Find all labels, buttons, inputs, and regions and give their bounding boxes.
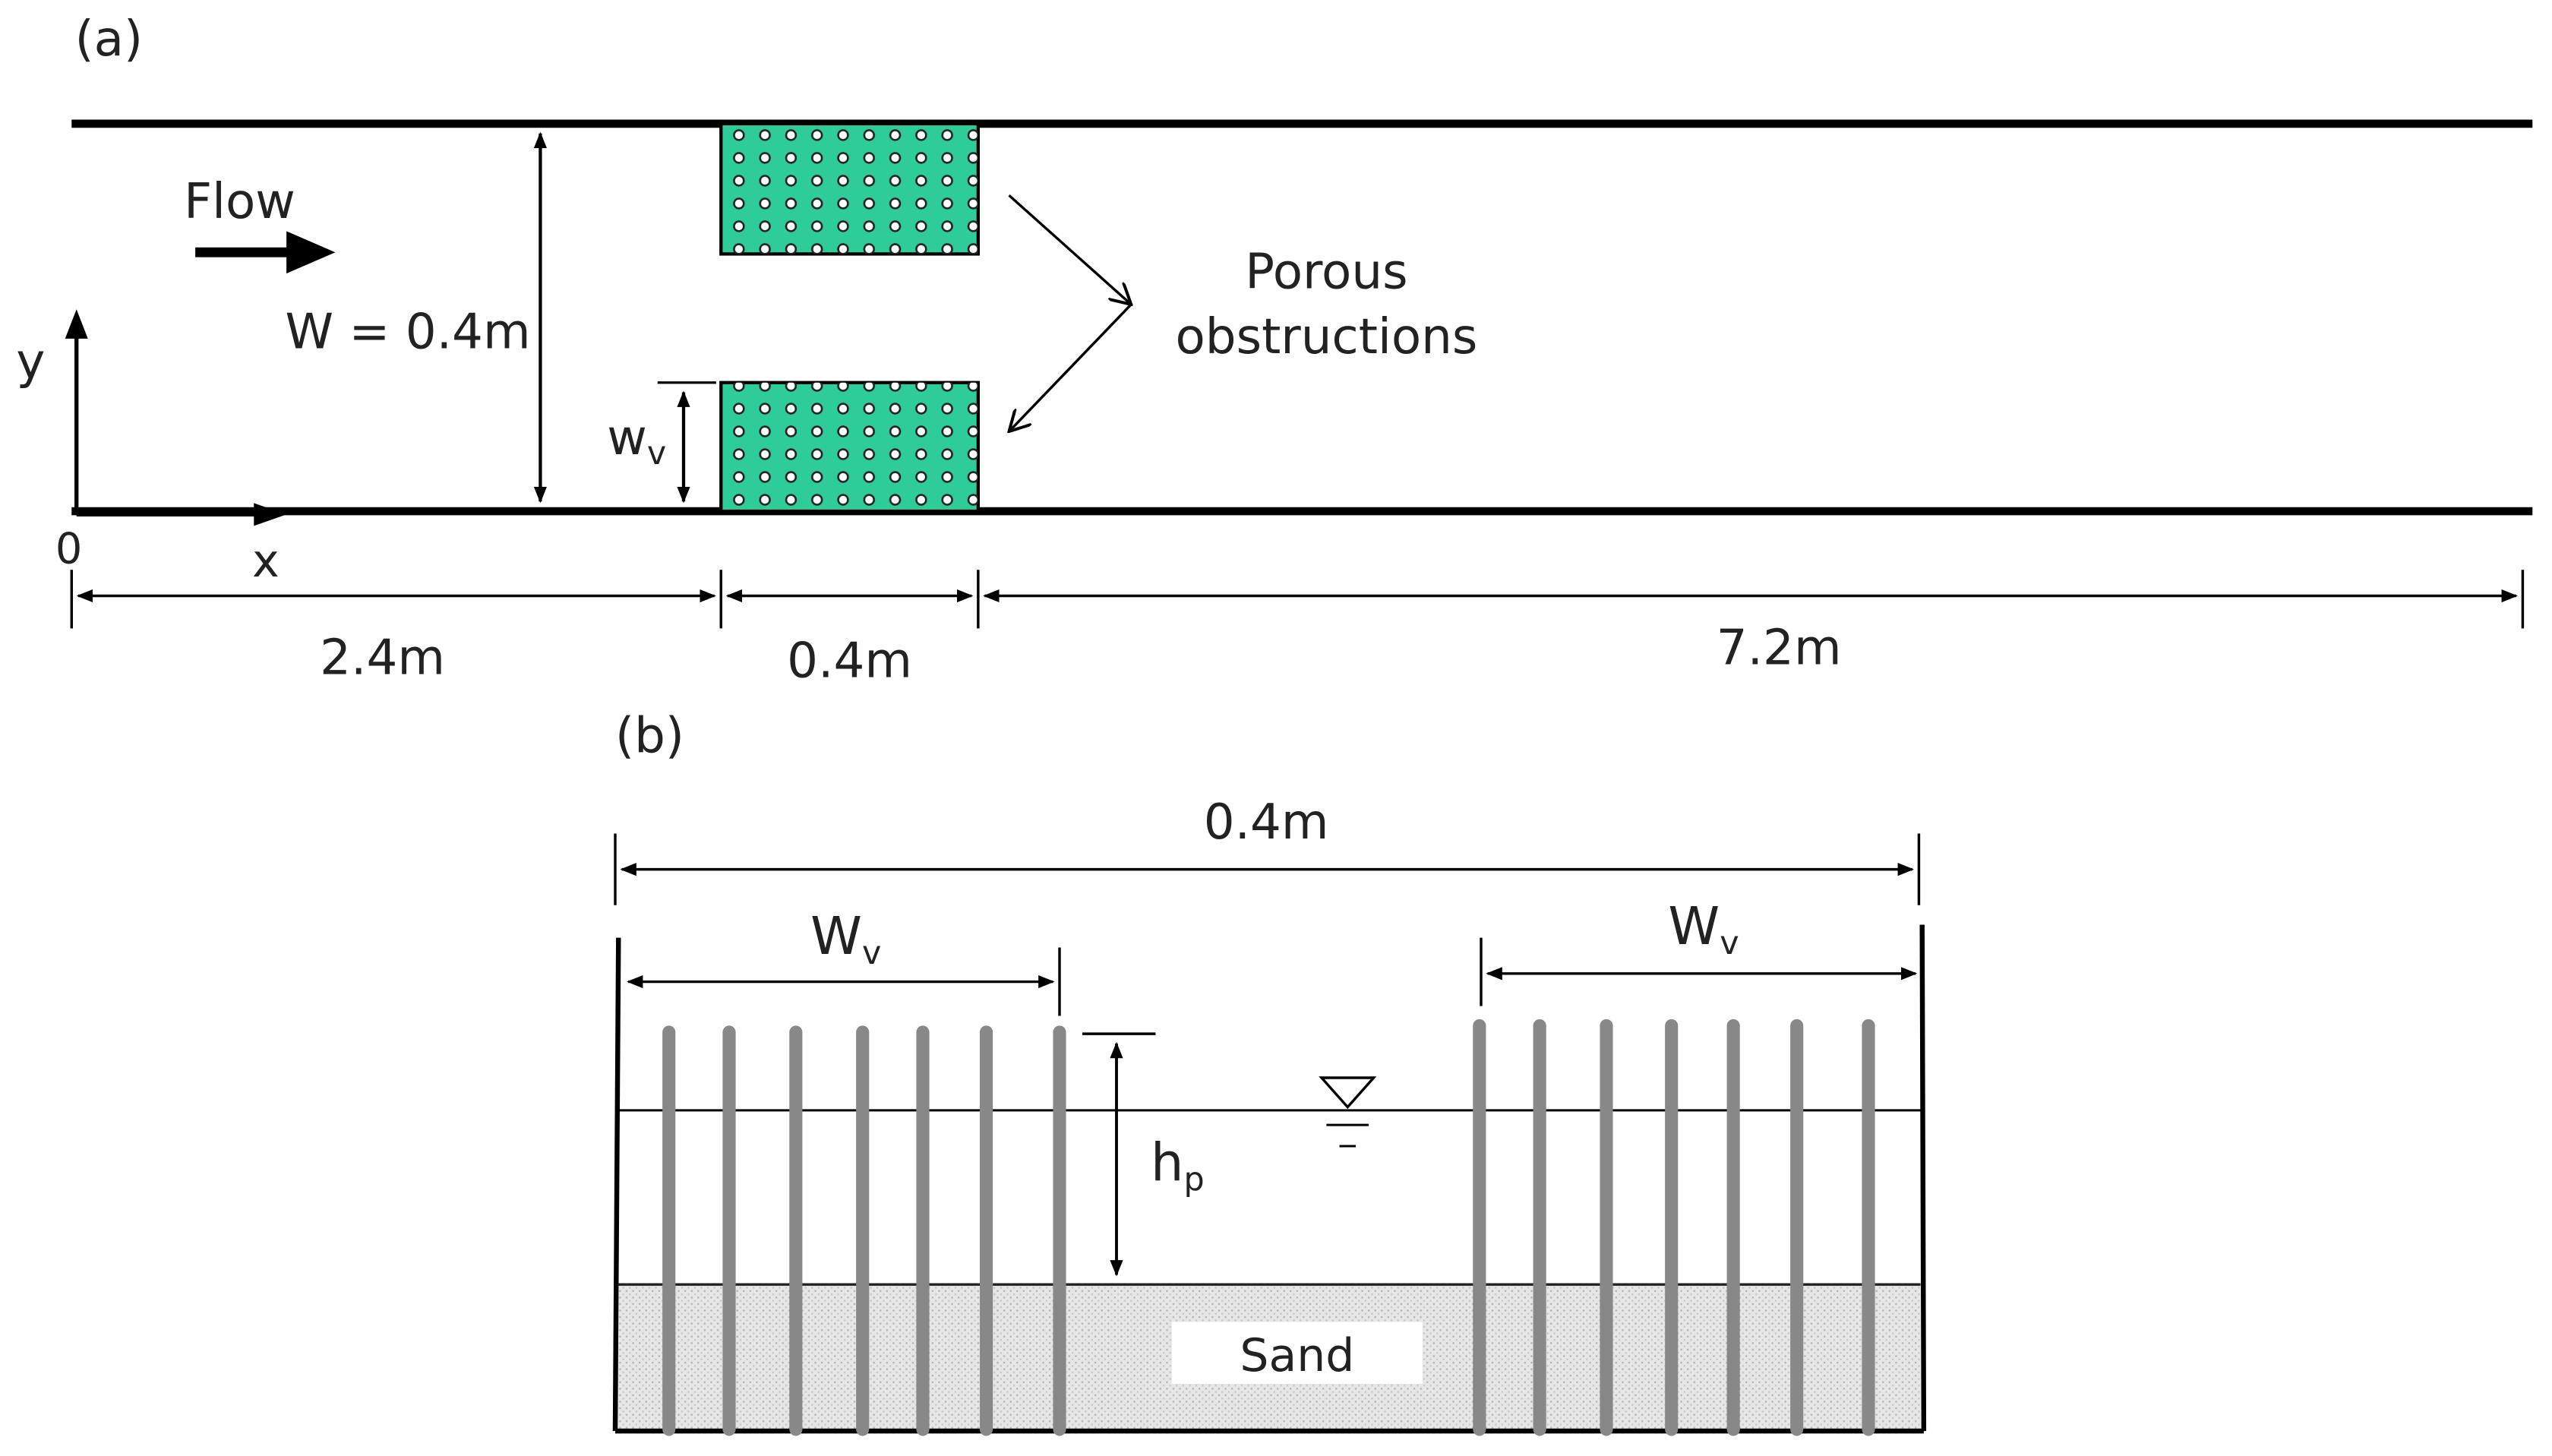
porous-label-line2: obstructions — [1175, 308, 1477, 365]
vegetation-width-label: wv — [607, 409, 666, 472]
length-dimension-line — [70, 570, 2525, 629]
water-level-symbol — [1319, 1076, 1377, 1148]
dimension-label-obstruction: 0.4m — [787, 633, 912, 690]
panel-a: (a) Flow W = 0.4m y — [16, 11, 2533, 690]
x-axis-label: x — [252, 535, 280, 588]
porous-pointer-arrows — [1009, 194, 1132, 431]
porous-obstruction-top — [719, 122, 980, 256]
vegetation-width-right-label: Wv — [1668, 896, 1739, 962]
sand-label: Sand — [1240, 1329, 1354, 1382]
porous-label-line1: Porous — [1245, 243, 1407, 300]
y-axis-label: y — [16, 333, 45, 390]
vegetation-width-right-dimension — [1480, 937, 1918, 1006]
total-width-label: 0.4m — [1204, 794, 1329, 851]
cross-section-walls — [612, 924, 1927, 1434]
sand-label-box — [1171, 1322, 1423, 1384]
porous-obstruction-bottom — [719, 381, 980, 513]
dimension-label-inlet: 2.4m — [320, 629, 445, 686]
vegetation-height-label: hp — [1151, 1132, 1205, 1199]
vegetation-width-left-dimension — [627, 947, 1061, 1016]
origin-label: 0 — [55, 525, 82, 574]
panel-b: (b) 0.4m Sand — [612, 707, 1927, 1436]
x-axis — [76, 503, 287, 526]
y-axis — [65, 309, 88, 508]
channel-width-label: W = 0.4m — [285, 304, 530, 361]
vegetation-height-dimension — [1082, 1032, 1156, 1277]
flow-label: Flow — [184, 173, 295, 230]
flow-arrow — [195, 231, 336, 274]
vegetation-width-dimension — [657, 381, 716, 504]
vegetation-width-left-label: Wv — [810, 906, 881, 972]
dimension-label-outlet: 7.2m — [1717, 620, 1842, 677]
vegetation-stems-right — [1473, 1019, 1875, 1436]
vegetation-stems-left — [662, 1025, 1066, 1436]
panel-b-label: (b) — [615, 707, 684, 764]
panel-a-label: (a) — [75, 11, 144, 68]
total-width-dimension — [614, 833, 1921, 905]
